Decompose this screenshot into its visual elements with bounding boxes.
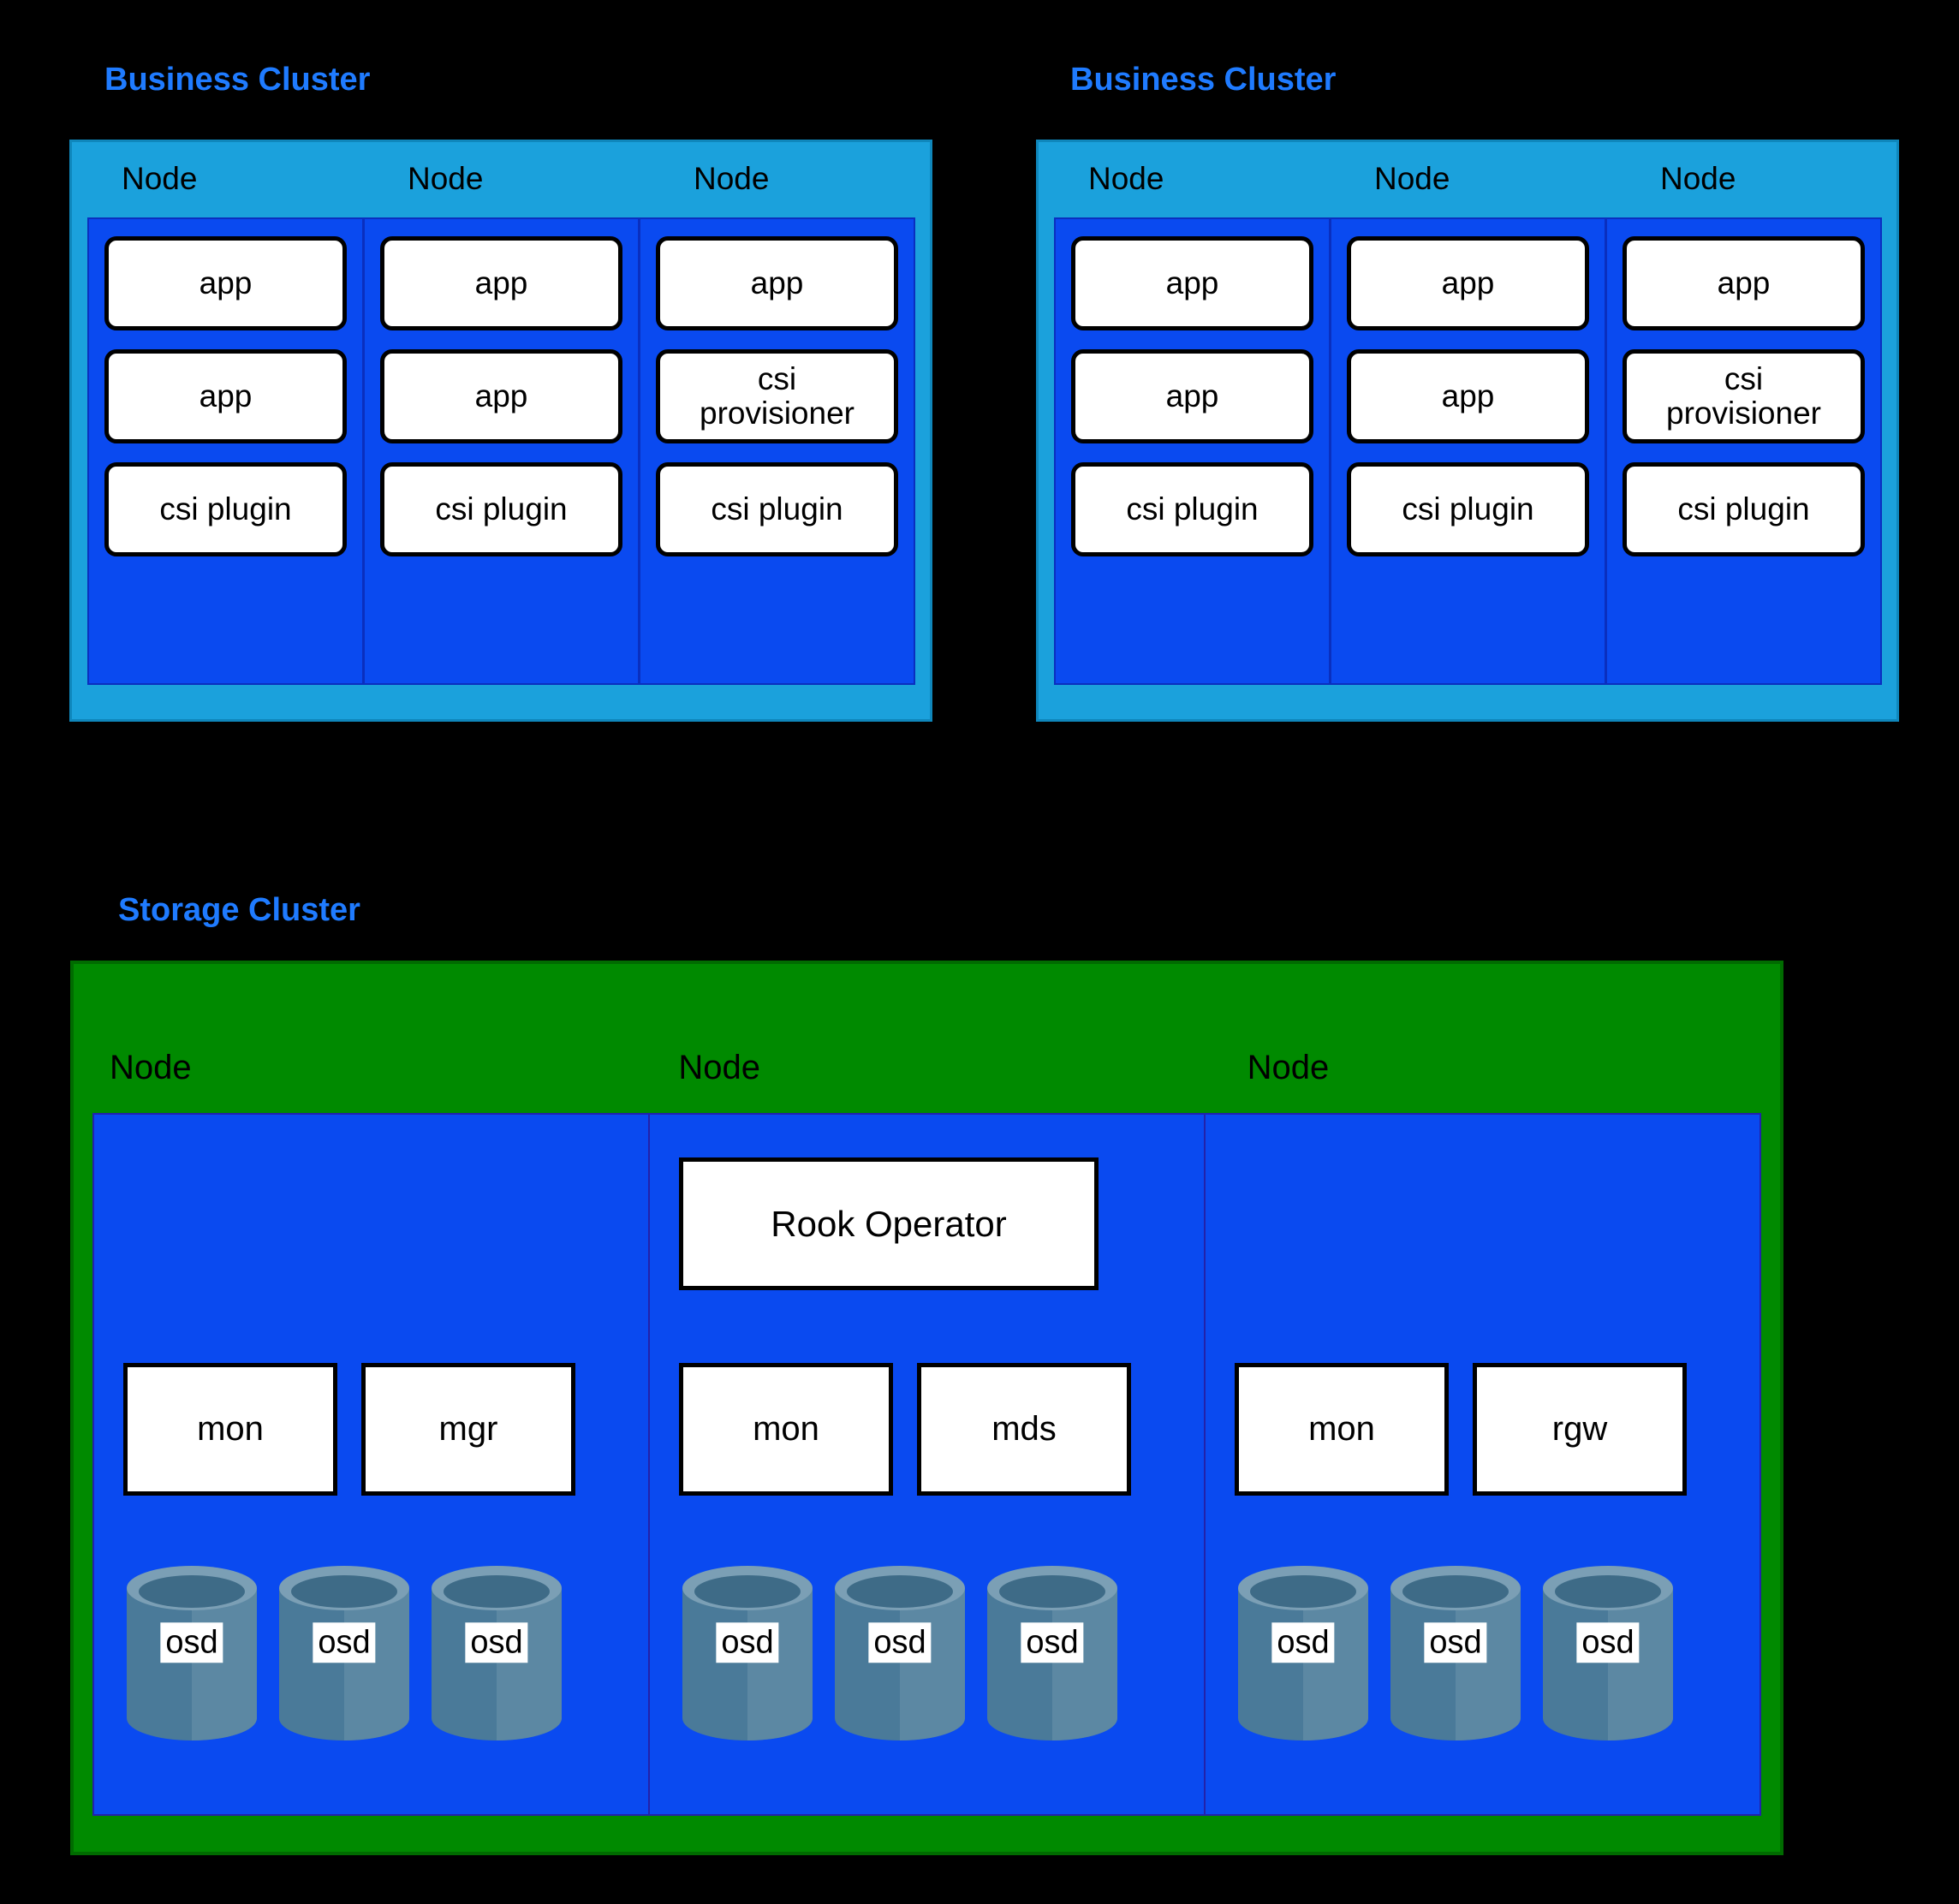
node-label: Node: [110, 1049, 192, 1086]
osd-cylinder[interactable]: osd: [123, 1564, 260, 1742]
osd-label: osd: [1271, 1621, 1335, 1663]
storage-node-2: Rook Operator mon mds osd: [650, 1115, 1206, 1814]
svc-mgr[interactable]: mgr: [361, 1363, 575, 1496]
node-label: Node: [1088, 161, 1164, 196]
cylinder-icon: [987, 1566, 1117, 1740]
node-2: app app csi plugin: [365, 219, 640, 683]
business-cluster-1-title: Business Cluster: [104, 62, 371, 98]
svc-mon[interactable]: mon: [1235, 1363, 1449, 1496]
pod-csi-plugin[interactable]: csi plugin: [656, 462, 898, 556]
node-label: Node: [408, 161, 484, 196]
storage-cluster-title: Storage Cluster: [118, 892, 360, 928]
pod-app[interactable]: app: [1071, 349, 1313, 443]
business-cluster-2: Node Node Node app app csi plugin app ap…: [1036, 140, 1899, 722]
osd-label: osd: [1576, 1621, 1640, 1663]
osd-label: osd: [868, 1621, 932, 1663]
osd-cylinder[interactable]: osd: [1539, 1564, 1676, 1742]
node-3: app csi provisioner csi plugin: [640, 219, 914, 683]
osd-cylinder[interactable]: osd: [1235, 1564, 1372, 1742]
osd-cylinder[interactable]: osd: [679, 1564, 816, 1742]
storage-node-2-operator: Rook Operator: [679, 1157, 1175, 1294]
storage-node-2-daemons: mon mds: [679, 1363, 1175, 1500]
storage-node-3-osds: osd osd: [1235, 1564, 1730, 1744]
pod-app[interactable]: app: [656, 236, 898, 330]
storage-node-1-daemons: mon mgr: [123, 1363, 619, 1500]
pod-app[interactable]: app: [1623, 236, 1865, 330]
pod-app[interactable]: app: [380, 236, 622, 330]
osd-label: osd: [1424, 1621, 1487, 1663]
business-cluster-1: Node Node Node app app csi plugin app ap…: [69, 140, 932, 722]
pod-app[interactable]: app: [104, 236, 347, 330]
business-cluster-2-node-labels: Node Node Node: [1039, 142, 1896, 216]
svc-rgw[interactable]: rgw: [1473, 1363, 1687, 1496]
osd-label: osd: [1021, 1621, 1084, 1663]
cylinder-icon: [682, 1566, 813, 1740]
osd-cylinder[interactable]: osd: [428, 1564, 565, 1742]
node-label: Node: [694, 161, 770, 196]
svc-mon[interactable]: mon: [679, 1363, 893, 1496]
node-3: app csi provisioner csi plugin: [1607, 219, 1880, 683]
business-cluster-2-title: Business Cluster: [1070, 62, 1337, 98]
storage-node-1-osds: osd osd: [123, 1564, 619, 1744]
storage-cluster: Node Node Node mon mgr osd: [70, 961, 1783, 1855]
storage-cluster-node-labels: Node Node Node: [74, 964, 1780, 1111]
svc-rook-operator[interactable]: Rook Operator: [679, 1157, 1099, 1290]
pod-csi-plugin[interactable]: csi plugin: [1623, 462, 1865, 556]
node-label: Node: [1247, 1049, 1330, 1086]
osd-cylinder[interactable]: osd: [276, 1564, 413, 1742]
pod-csi-plugin[interactable]: csi plugin: [1071, 462, 1313, 556]
osd-label: osd: [313, 1621, 376, 1663]
storage-node-2-osds: osd osd: [679, 1564, 1175, 1744]
node-label: Node: [122, 161, 198, 196]
osd-label: osd: [716, 1621, 779, 1663]
pod-csi-plugin[interactable]: csi plugin: [104, 462, 347, 556]
osd-cylinder[interactable]: osd: [1387, 1564, 1524, 1742]
node-2: app app csi plugin: [1331, 219, 1607, 683]
business-cluster-2-nodes: app app csi plugin app app csi plugin ap…: [1054, 217, 1882, 685]
pod-app[interactable]: app: [1071, 236, 1313, 330]
svc-mon[interactable]: mon: [123, 1363, 337, 1496]
node-1: app app csi plugin: [1056, 219, 1331, 683]
node-label: Node: [1374, 161, 1450, 196]
osd-cylinder[interactable]: osd: [831, 1564, 968, 1742]
svc-mds[interactable]: mds: [917, 1363, 1131, 1496]
pod-app[interactable]: app: [1347, 236, 1589, 330]
storage-node-1: mon mgr osd: [94, 1115, 650, 1814]
osd-label: osd: [465, 1621, 528, 1663]
node-label: Node: [678, 1049, 760, 1086]
pod-csi-provisioner[interactable]: csi provisioner: [1623, 349, 1865, 443]
pod-app[interactable]: app: [104, 349, 347, 443]
storage-cluster-nodes: mon mgr osd: [92, 1113, 1761, 1816]
node-1: app app csi plugin: [89, 219, 365, 683]
cylinder-icon: [1390, 1566, 1521, 1740]
osd-label: osd: [160, 1621, 223, 1663]
storage-node-3: mon rgw osd: [1206, 1115, 1760, 1814]
pod-csi-plugin[interactable]: csi plugin: [1347, 462, 1589, 556]
business-cluster-1-nodes: app app csi plugin app app csi plugin ap…: [87, 217, 915, 685]
storage-node-3-daemons: mon rgw: [1235, 1363, 1730, 1500]
pod-csi-provisioner[interactable]: csi provisioner: [656, 349, 898, 443]
business-cluster-1-node-labels: Node Node Node: [72, 142, 930, 216]
pod-app[interactable]: app: [1347, 349, 1589, 443]
osd-cylinder[interactable]: osd: [984, 1564, 1121, 1742]
pod-csi-plugin[interactable]: csi plugin: [380, 462, 622, 556]
node-label: Node: [1660, 161, 1736, 196]
pod-app[interactable]: app: [380, 349, 622, 443]
